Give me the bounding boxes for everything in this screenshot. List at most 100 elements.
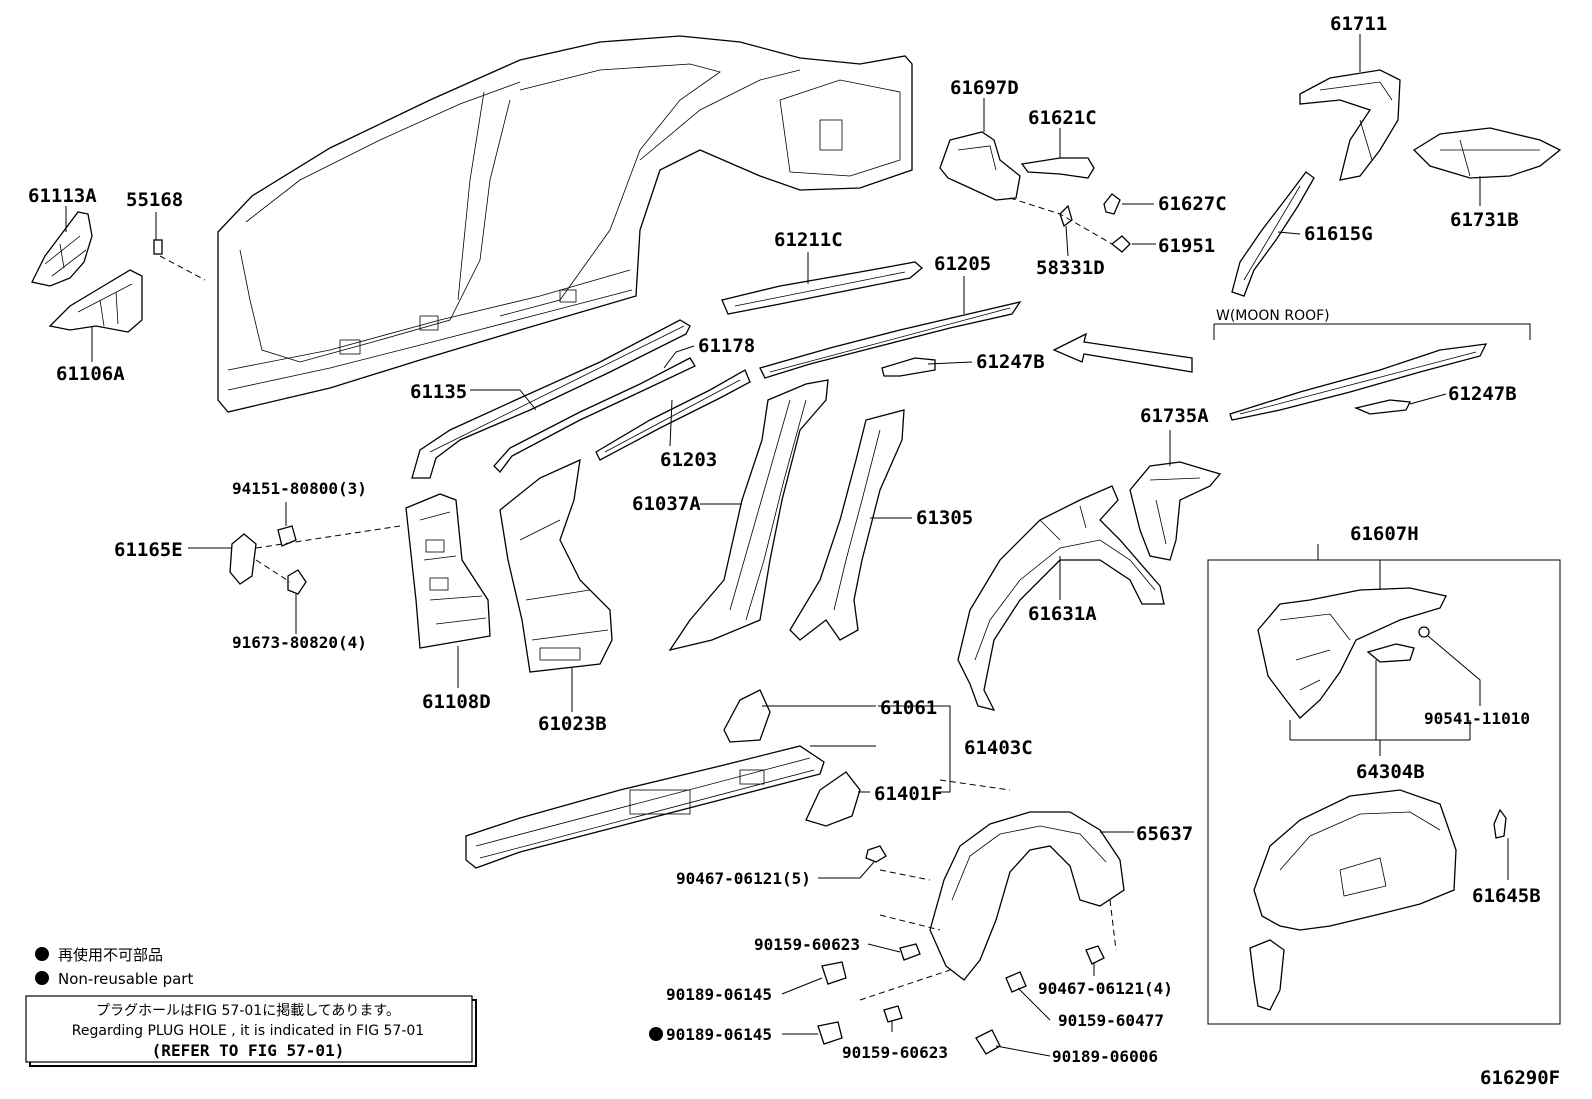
clip-58331D bbox=[1059, 204, 1073, 228]
note-box: プラグホールはFIG 57-01に掲載してあります。 Regarding PLU… bbox=[25, 995, 477, 1067]
label-61135: 61135 bbox=[410, 381, 467, 403]
label-90189-06145-a: 90189-06145 bbox=[666, 985, 772, 1004]
non-reusable-dot-icon bbox=[649, 1027, 663, 1041]
label-61023B: 61023B bbox=[538, 713, 607, 735]
grommet-90189c bbox=[975, 1029, 1001, 1055]
note-line-3: (REFER TO FIG 57-01) bbox=[152, 1041, 345, 1060]
label-61305: 61305 bbox=[916, 507, 973, 529]
legend-en: Non-reusable part bbox=[58, 970, 193, 988]
label-61108D: 61108D bbox=[422, 691, 491, 713]
note-line-2: Regarding PLUG HOLE , it is indicated in… bbox=[72, 1023, 424, 1039]
label-61061: 61061 bbox=[880, 697, 937, 719]
panel-61735A bbox=[1129, 461, 1222, 561]
label-61205: 61205 bbox=[934, 253, 991, 275]
label-61203: 61203 bbox=[660, 449, 717, 471]
panel-61697D bbox=[939, 131, 1021, 201]
label-61607H: 61607H bbox=[1350, 523, 1419, 545]
legend-jp: 再使用不可部品 bbox=[58, 946, 163, 964]
roof-rail-61211C bbox=[721, 261, 924, 315]
label-61615G: 61615G bbox=[1304, 223, 1373, 245]
variant-box bbox=[1207, 559, 1561, 1025]
nut-90467a bbox=[865, 845, 887, 863]
bracket-61061 bbox=[723, 689, 771, 743]
grommet-90189a bbox=[821, 961, 847, 985]
label-61113A: 61113A bbox=[28, 185, 97, 207]
rail-61178 bbox=[493, 357, 696, 473]
panel-61607H bbox=[1257, 587, 1447, 719]
label-61711: 61711 bbox=[1330, 13, 1387, 35]
panel-61731B bbox=[1412, 127, 1562, 179]
label-61627C: 61627C bbox=[1158, 193, 1227, 215]
wheelhouse-61631A bbox=[957, 485, 1165, 711]
label-61645B: 61645B bbox=[1472, 885, 1541, 907]
reinforcement-61247B bbox=[881, 357, 936, 377]
clip-61951 bbox=[1110, 235, 1131, 253]
bracket-61621C bbox=[1020, 157, 1095, 179]
direction-arrow bbox=[1052, 332, 1193, 373]
bracket-61113A bbox=[31, 211, 93, 287]
part-labels: 61711 61697D 61621C 61627C 61951 58331D … bbox=[28, 13, 1560, 1089]
wheelhouse-inner-right bbox=[1249, 789, 1507, 1011]
label-61403C: 61403C bbox=[964, 737, 1033, 759]
label-58331D: 58331D bbox=[1036, 257, 1105, 279]
label-61165E: 61165E bbox=[114, 539, 183, 561]
label-61178: 61178 bbox=[698, 335, 755, 357]
roof-rail-61205 bbox=[759, 300, 1022, 379]
rail-61135 bbox=[411, 319, 691, 479]
label-90189-06006: 90189-06006 bbox=[1052, 1047, 1158, 1066]
bolt-90159c bbox=[1005, 971, 1027, 993]
moon-roof-rail bbox=[1213, 323, 1531, 421]
hardware-61165E bbox=[229, 525, 307, 595]
legend: 再使用不可部品 Non-reusable part bbox=[35, 946, 193, 988]
label-65637: 65637 bbox=[1136, 823, 1193, 845]
note-line-1: プラグホールはFIG 57-01に掲載してあります。 bbox=[96, 1003, 400, 1019]
label-61247B: 61247B bbox=[976, 351, 1045, 373]
label-61631A: 61631A bbox=[1028, 603, 1097, 625]
label-90159-60477: 90159-60477 bbox=[1058, 1011, 1164, 1030]
liner-65637 bbox=[929, 811, 1125, 981]
pillar-61615G bbox=[1231, 171, 1315, 297]
non-reusable-dot-icon bbox=[35, 971, 49, 985]
moon-roof-label: W(MOON ROOF) bbox=[1216, 308, 1330, 324]
leader-lines bbox=[65, 34, 1509, 1057]
bracket-61106A bbox=[48, 269, 143, 333]
bolt-90159b bbox=[883, 1005, 903, 1023]
panel-61711 bbox=[1299, 69, 1401, 181]
pillar-61023B bbox=[499, 458, 613, 673]
label-61951: 61951 bbox=[1158, 235, 1215, 257]
pillar-61037A bbox=[668, 379, 829, 652]
grommet-90189b bbox=[817, 1021, 843, 1045]
label-61735A: 61735A bbox=[1140, 405, 1209, 427]
label-61247B-moon: 61247B bbox=[1448, 383, 1517, 405]
label-61731B: 61731B bbox=[1450, 209, 1519, 231]
rail-61203 bbox=[595, 369, 751, 461]
label-61211C: 61211C bbox=[774, 229, 843, 251]
diagram-id: 616290F bbox=[1480, 1067, 1560, 1089]
label-90467-06121-4: 90467-06121(4) bbox=[1038, 979, 1173, 998]
body-side-outer-panel bbox=[217, 35, 913, 413]
label-90467-06121-5: 90467-06121(5) bbox=[676, 869, 811, 888]
label-90159-60623-b: 90159-60623 bbox=[842, 1043, 948, 1062]
label-61106A: 61106A bbox=[56, 363, 125, 385]
bracket-61627C bbox=[1103, 193, 1121, 215]
pillar-61305 bbox=[789, 409, 905, 641]
non-reusable-dot-icon bbox=[35, 947, 49, 961]
label-90189-06145-b: 90189-06145 bbox=[666, 1025, 772, 1044]
label-61621C: 61621C bbox=[1028, 107, 1097, 129]
label-90159-60623-a: 90159-60623 bbox=[754, 935, 860, 954]
pillar-61108D bbox=[405, 493, 491, 649]
rocker-61403C bbox=[465, 745, 825, 869]
label-64304B: 64304B bbox=[1356, 761, 1425, 783]
nut-90467b bbox=[1085, 945, 1105, 965]
label-61401F: 61401F bbox=[874, 783, 943, 805]
label-94151-80800: 94151-80800(3) bbox=[232, 479, 367, 498]
label-55168: 55168 bbox=[126, 189, 183, 211]
label-61697D: 61697D bbox=[950, 77, 1019, 99]
label-61037A: 61037A bbox=[632, 493, 701, 515]
clip-55168 bbox=[153, 239, 163, 255]
label-91673-80820: 91673-80820(4) bbox=[232, 633, 367, 652]
bracket-61401F bbox=[805, 771, 861, 827]
bolt-90159a bbox=[899, 943, 921, 961]
label-90541-11010: 90541-11010 bbox=[1424, 709, 1530, 728]
